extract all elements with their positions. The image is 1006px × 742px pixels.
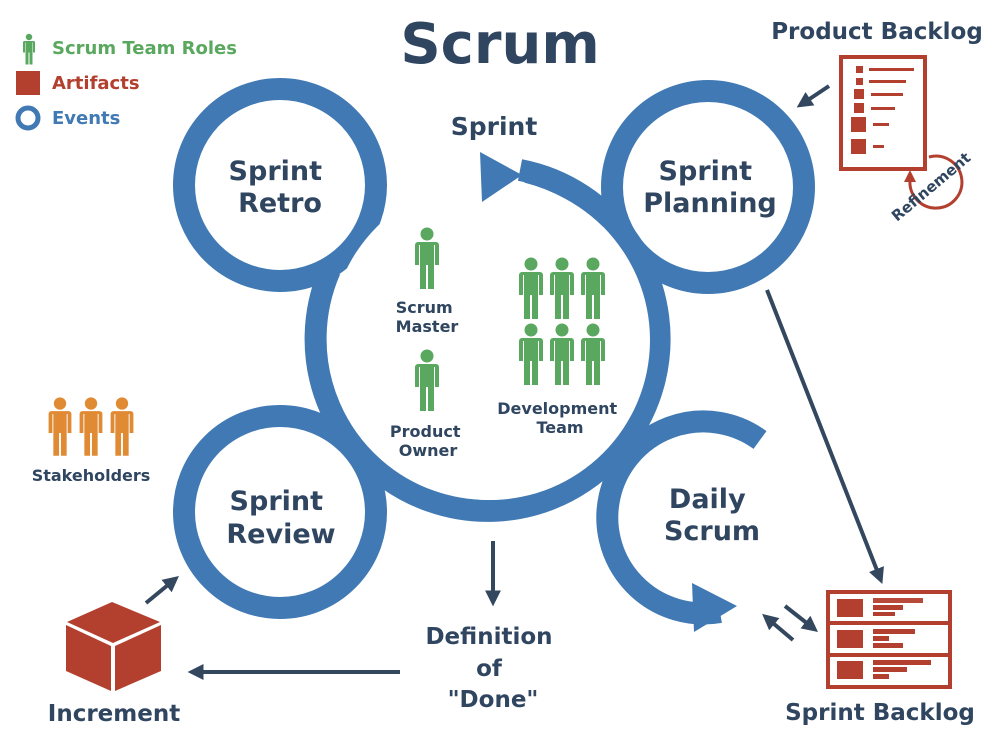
person-icon [23,33,35,65]
person-icon [48,397,72,456]
stakeholders-icons [48,397,134,456]
daily-to-sprint-backlog-arrow [783,604,819,632]
sprint-backlog-icon[interactable] [826,590,952,689]
product-backlog-icon[interactable] [839,55,927,171]
legend-item-roles: Scrum Team Roles [23,33,237,65]
increment-to-review-arrow [144,575,179,605]
sprint-backlog-label: Sprint Backlog [785,700,975,726]
definition-of-done-label: Definition of "Done" [425,624,560,713]
person-icon [110,397,134,456]
daily-arrowhead-icon [692,583,737,632]
sprint-cycle-segment [524,161,618,228]
sprint-review-circle[interactable] [173,405,387,619]
sprint-planning-label: Sprint Planning [643,156,777,219]
sprint-backlog-to-daily-arrow [762,613,795,642]
sprint-planning-circle[interactable] [601,80,815,294]
diagram-title: Scrum [400,12,599,77]
ring-icon [15,105,41,131]
legend-label: Artifacts [52,73,140,94]
refinement-loop-icon [908,154,964,210]
sprint-arrowhead-icon [480,152,522,202]
increment-label: Increment [48,701,180,727]
sprint-label: Sprint [451,112,538,141]
backlog-to-planning-arrow [796,84,831,108]
daily-scrum-circle[interactable] [596,410,767,625]
development-team-label: Development Team [497,399,622,437]
legend-item-events: Events [15,105,120,131]
legend-label: Events [52,108,120,129]
sprint-retro-label: Sprint Retro [229,156,332,219]
increment-cube-icon[interactable] [66,602,161,691]
legend-item-artifacts: Artifacts [16,71,140,95]
stakeholders-label: Stakeholders [32,466,151,485]
person-icon [79,397,103,456]
product-backlog-label: Product Backlog [771,19,983,45]
legend-label: Scrum Team Roles [52,38,237,59]
legend: Scrum Team Roles Artifacts Events [15,33,237,131]
product-owner-label: Product Owner [390,422,466,460]
square-icon [16,71,40,95]
sprint-review-label: Sprint Review [226,486,335,550]
sprint-cycle-circle [304,159,671,522]
scrum-master-label: Scrum Master [396,298,459,336]
planning-to-sprint-backlog-arrow [765,289,884,584]
refinement-arrowhead-icon [904,170,916,182]
daily-scrum-label: Daily Scrum [664,484,760,547]
sprint-retro-circle[interactable] [173,78,387,292]
